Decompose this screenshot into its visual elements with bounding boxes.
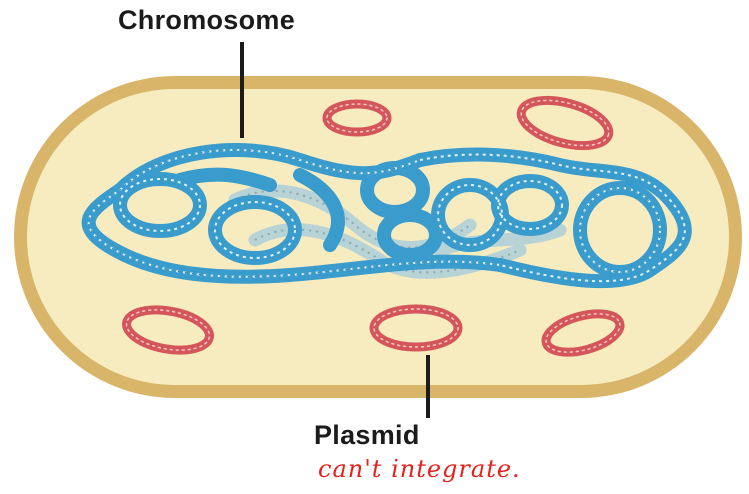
chromosome-label: Chromosome bbox=[118, 5, 295, 36]
plasmid-label: Plasmid bbox=[314, 420, 420, 451]
handwritten-annotation: can't integrate. bbox=[318, 455, 521, 483]
